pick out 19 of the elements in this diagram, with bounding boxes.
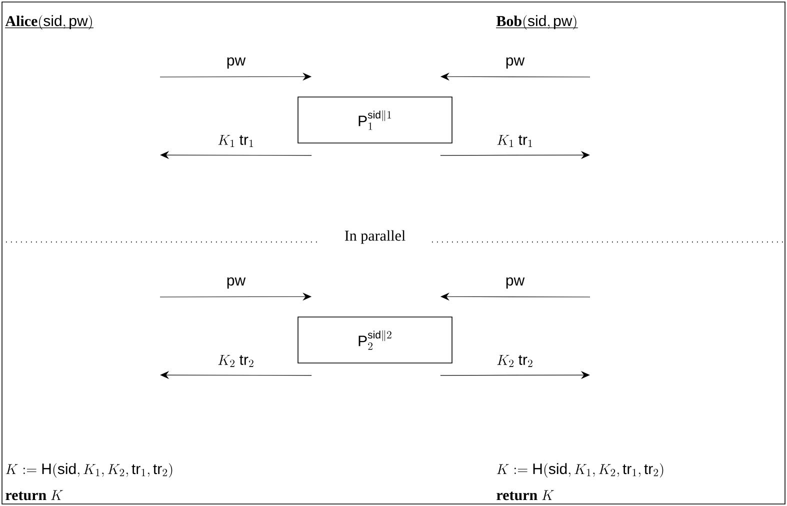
edge-label: $K_2\ \mathsf{tr}_2$ (497, 355, 532, 367)
protocol-step: $\textbf{return}~K$ (6, 490, 63, 500)
edge-label: $\mathsf{pw}$ (506, 57, 525, 69)
arrow (160, 151, 312, 160)
section-label: In parallel (344, 230, 406, 244)
party-heading: $\textbf{Alice}(\mathsf{sid},\mathsf{pw})$ (4, 15, 94, 30)
protocol-step: $K := \mathsf{H}(\mathsf{sid},K_1,K_2,\mathsf{tr}_1,\mathsf{tr}_2)$ (6, 463, 172, 478)
protocol-step: $\textbf{return}~K$ (496, 490, 554, 500)
edge-label: $K_2\ \mathsf{tr}_2$ (218, 355, 254, 367)
functionality-box: $\mathsf{P}_2^{\mathsf{sid}\|2}$ (298, 316, 452, 364)
edge-label: $\mathsf{pw}$ (227, 57, 246, 69)
arrow (160, 371, 312, 380)
protocol-step: $K := \mathsf{H}(\mathsf{sid},K_1,K_2,\mathsf{tr}_1,\mathsf{tr}_2)$ (496, 463, 664, 478)
party-heading: $\textbf{Bob}(\mathsf{sid},\mathsf{pw})$ (496, 15, 578, 30)
edge-label: $K_1\ \mathsf{tr}_1$ (218, 135, 254, 147)
edge-label: $K_1\ \mathsf{tr}_1$ (497, 135, 532, 147)
edge-label: $\mathsf{pw}$ (227, 277, 246, 289)
edge-label: $\mathsf{pw}$ (506, 277, 525, 289)
functionality-box: $\mathsf{P}_1^{\mathsf{sid}\|1}$ (298, 96, 452, 144)
